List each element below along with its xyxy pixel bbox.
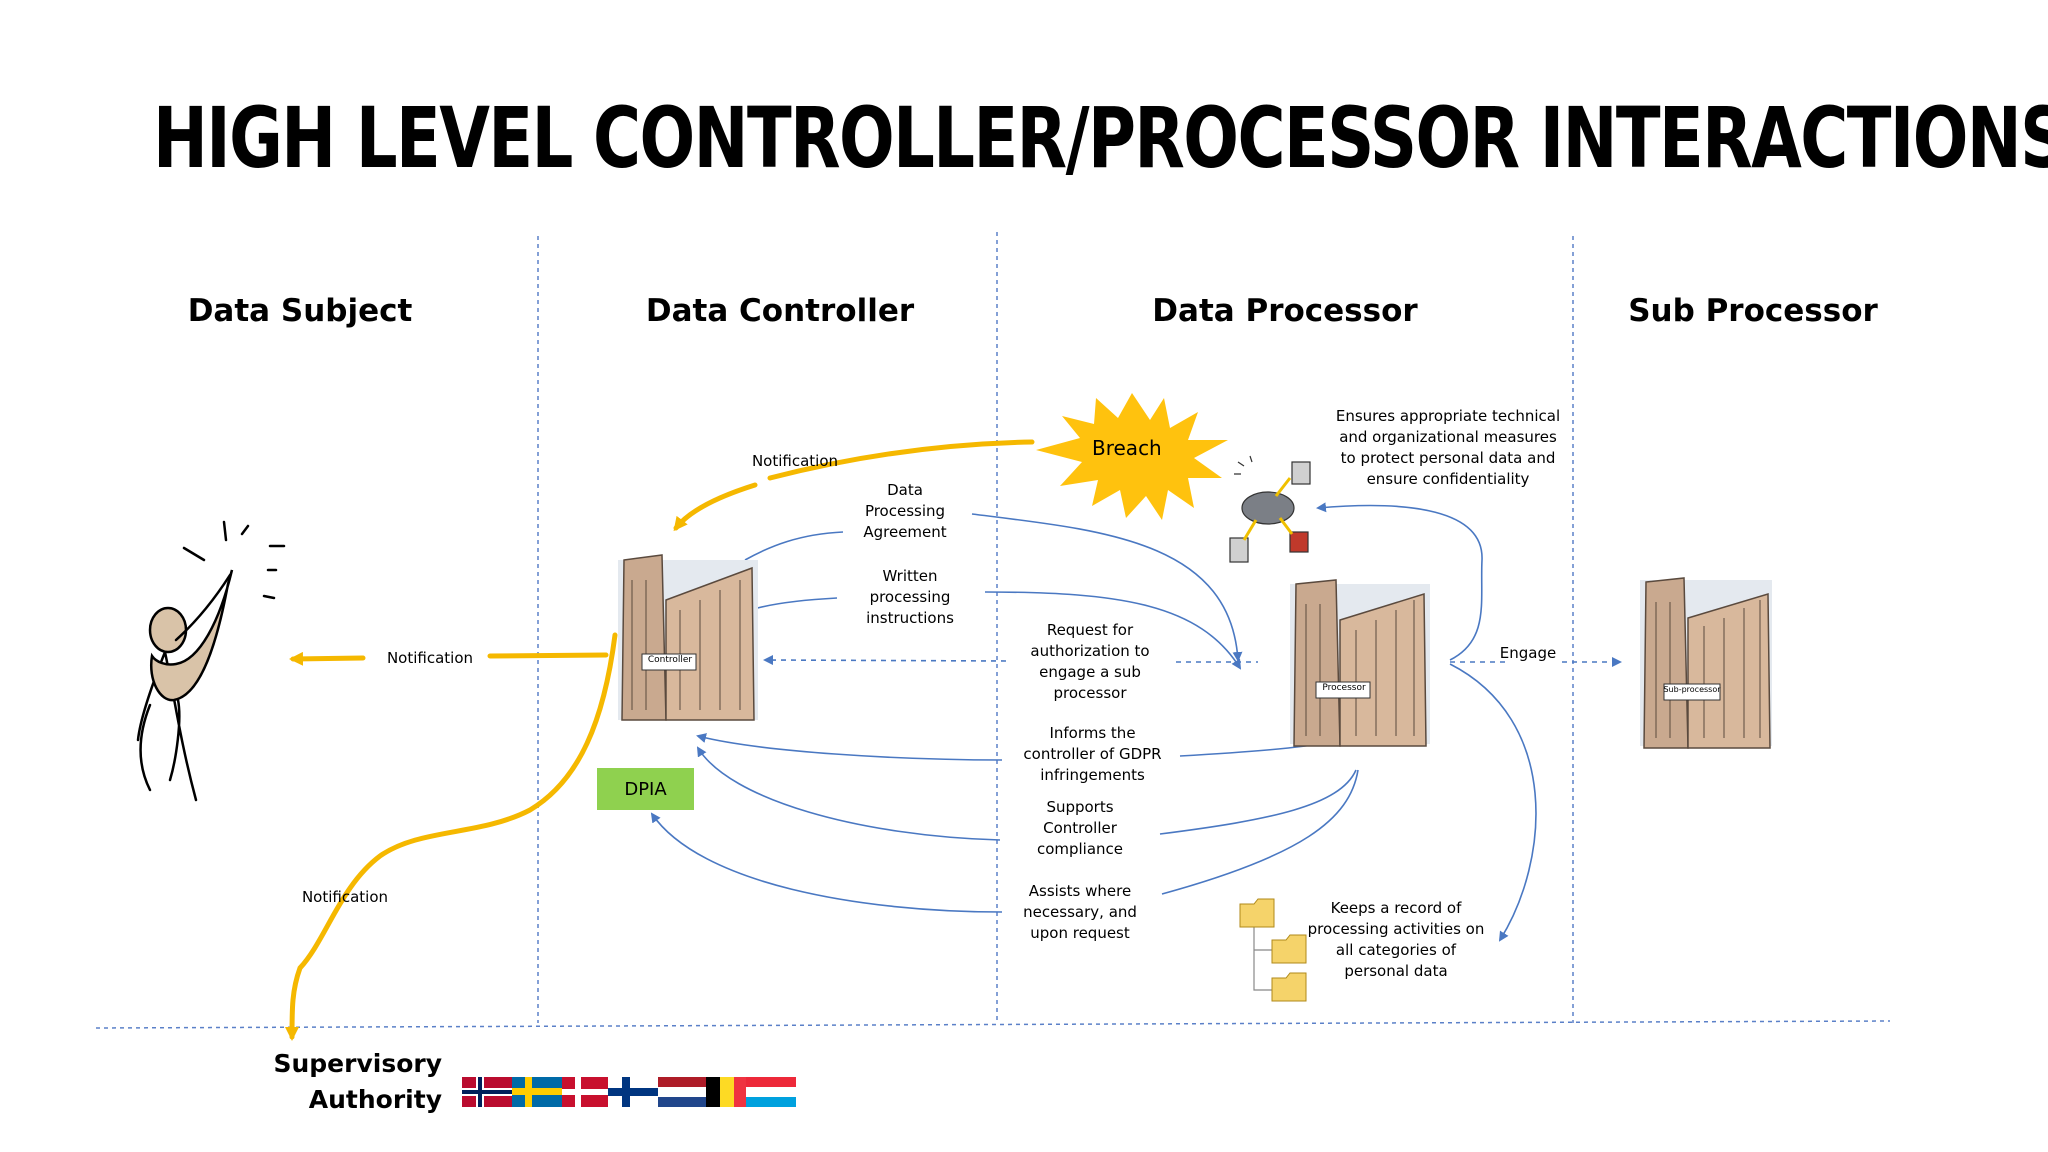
notification-arrow-supervisory xyxy=(285,632,618,1041)
slide-title: HIGH LEVEL CONTROLLER/PROCESSOR INTERACT… xyxy=(153,89,2048,187)
informs-arrow-controller xyxy=(696,733,1003,761)
breach-label: Breach xyxy=(1092,436,1162,460)
network-cloud-icon xyxy=(1229,455,1311,563)
notification-label-supervisory: Notification xyxy=(301,888,389,906)
dpa-line-controller xyxy=(744,531,844,561)
column-header-sub-processor: Sub Processor xyxy=(1628,293,1878,329)
controller-sign: Controller xyxy=(647,655,693,665)
record-arrow-folders xyxy=(1449,663,1537,942)
keeps-record-label: Keeps a record of processing activities … xyxy=(1307,899,1485,980)
supports-arrow-controller xyxy=(696,746,1001,841)
notification-label-top: Notification xyxy=(751,452,839,470)
assists-line-processor xyxy=(1161,769,1359,895)
dpa-label: Data Processing Agreement xyxy=(863,481,947,541)
request-arrow-controller xyxy=(763,655,1007,666)
data-subject-person-icon xyxy=(136,520,286,802)
processor-sign: Processor xyxy=(1322,683,1366,693)
notification-arrow-subject xyxy=(289,651,366,666)
measures-arrow-network xyxy=(1316,502,1483,661)
ensures-measures-label: Ensures appropriate technical and organi… xyxy=(1335,407,1561,488)
instructions-arrow-processor xyxy=(984,591,1242,670)
flow-arrows xyxy=(650,502,1622,942)
dpa-arrow-processor xyxy=(971,513,1243,662)
request-authorization-label: Request for authorization to engage a su… xyxy=(1030,621,1150,702)
engage-label: Engage xyxy=(1499,644,1557,662)
dpia-box: DPIA xyxy=(597,768,694,810)
notification-label-subject: Notification xyxy=(386,649,474,667)
notification-arrows xyxy=(285,439,1035,1041)
column-header-data-processor: Data Processor xyxy=(1152,293,1418,329)
supports-compliance-label: Supports Controller compliance xyxy=(1036,798,1124,858)
breach-burst-icon xyxy=(1036,393,1228,520)
notification-arrow-breach xyxy=(767,439,1035,481)
informs-controller-label: Informs the controller of GDPR infringem… xyxy=(1023,724,1162,784)
assists-label: Assists where necessary, and upon reques… xyxy=(1023,882,1137,942)
instructions-line-controller xyxy=(749,597,838,611)
supervisory-authority-label: Supervisory Authority xyxy=(273,1049,442,1114)
folder-tree-icon xyxy=(1239,898,1307,1002)
controller-building-icon xyxy=(618,554,758,721)
column-header-data-subject: Data Subject xyxy=(187,293,413,329)
flags-icon xyxy=(462,1077,796,1107)
column-header-data-controller: Data Controller xyxy=(645,293,915,329)
subprocessor-building-icon xyxy=(1640,577,1772,749)
supports-line-processor xyxy=(1159,769,1357,835)
subprocessor-sign: Sub-processor xyxy=(1663,685,1721,694)
column-dividers xyxy=(95,232,1891,1029)
processor-building-icon xyxy=(1290,579,1430,747)
notification-arrow-controller xyxy=(673,482,758,532)
notification-line-subject-right xyxy=(487,652,609,659)
assists-arrow-dpia xyxy=(650,812,1003,913)
written-instructions-label: Written processing instructions xyxy=(866,567,954,627)
